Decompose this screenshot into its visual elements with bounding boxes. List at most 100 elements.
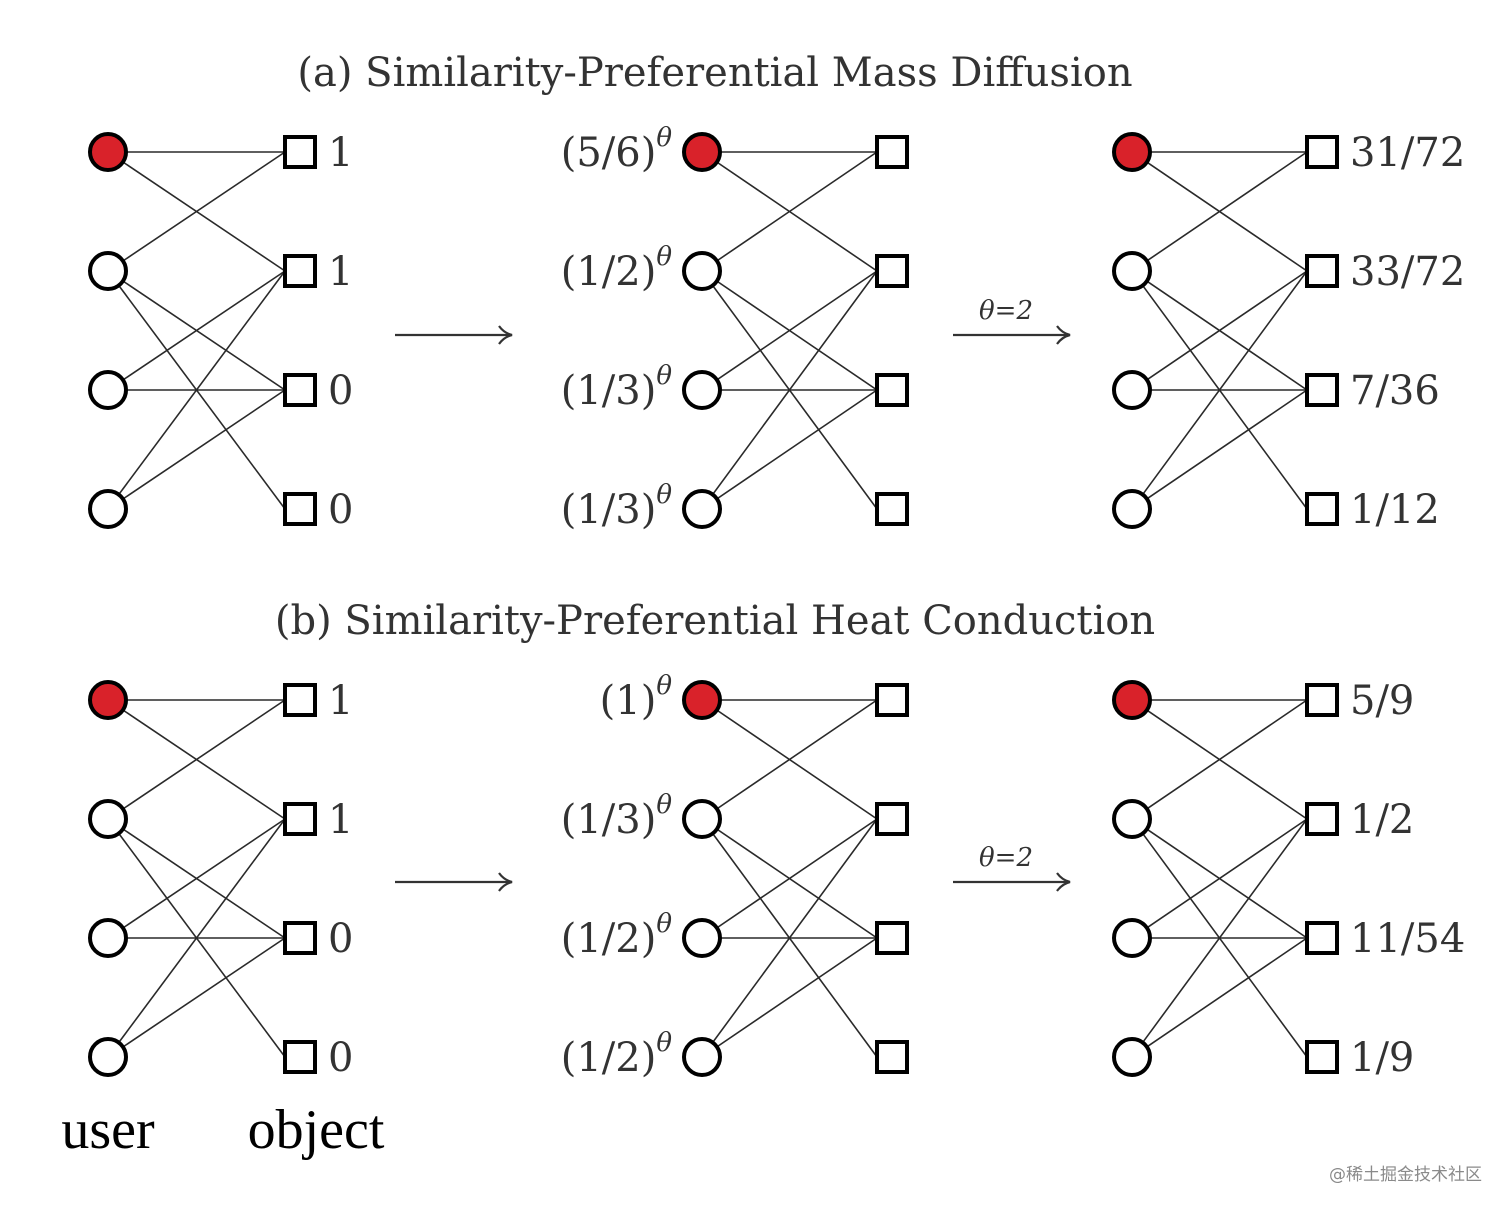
panel-b-stage-1-edge: [107, 818, 286, 1058]
panel-b-stage-2-edge: [701, 818, 878, 1058]
object-node: [283, 373, 317, 407]
object-node: [283, 492, 317, 526]
object-node: [1305, 492, 1339, 526]
object-node: [283, 802, 317, 836]
object-node: [875, 135, 909, 169]
weight-exponent: θ: [656, 480, 672, 510]
panel-b-title: (b) Similarity-Preferential Heat Conduct…: [275, 598, 1155, 644]
object-node: [875, 254, 909, 288]
object-node: [875, 1040, 909, 1074]
user-node: [1112, 799, 1152, 839]
weight-exponent: θ: [656, 123, 672, 153]
user-node: [682, 489, 722, 529]
target-user-node: [88, 680, 128, 720]
user-node: [1112, 1037, 1152, 1077]
user-weight-value: (1/3): [561, 487, 657, 533]
object-node: [1305, 683, 1339, 717]
result-score-label: 1/2: [1350, 797, 1414, 843]
object-node: [283, 135, 317, 169]
initial-resource-label: 1: [328, 797, 353, 843]
target-user-node: [88, 132, 128, 172]
user-node: [1112, 918, 1152, 958]
object-node: [1305, 802, 1339, 836]
theta-arrow-icon: [953, 872, 1071, 892]
panel-a-stage-3-edge: [1131, 270, 1308, 391]
result-score-label: 7/36: [1350, 368, 1440, 414]
right-arrow-icon: [395, 325, 513, 345]
result-score-label: 1/12: [1350, 487, 1440, 533]
panel-b-stage-1-edge: [107, 699, 286, 820]
panel-b-stage-3-edge: [1131, 818, 1308, 939]
user-weight-value: (1/3): [561, 368, 657, 414]
arrow-label: θ=2: [979, 296, 1033, 326]
initial-resource-label: 1: [328, 249, 353, 295]
user-column-label: user: [61, 1099, 155, 1161]
panel-b-stage-1-edge: [107, 937, 286, 1058]
object-node: [1305, 373, 1339, 407]
weight-exponent: θ: [656, 361, 672, 391]
user-node: [682, 1037, 722, 1077]
panel-a-stage-1-edge: [107, 270, 286, 391]
object-node: [283, 683, 317, 717]
object-node: [875, 492, 909, 526]
user-node: [1112, 489, 1152, 529]
panel-a-stage-3-edge: [1131, 151, 1308, 272]
weight-exponent: θ: [656, 242, 672, 272]
panel-b-stage-2-edge: [701, 818, 878, 939]
object-node: [875, 683, 909, 717]
weight-exponent: θ: [656, 909, 672, 939]
object-node: [1305, 135, 1339, 169]
object-column-label: object: [248, 1099, 385, 1161]
panel-a-stage-2-edge: [701, 389, 878, 510]
user-node: [88, 251, 128, 291]
user-weight-value: (1/3): [561, 797, 657, 843]
panel-a-stage-2-edge: [701, 151, 878, 272]
object-node: [1305, 1040, 1339, 1074]
initial-resource-label: 0: [328, 487, 353, 533]
initial-resource-label: 0: [328, 368, 353, 414]
user-node: [1112, 370, 1152, 410]
user-node: [88, 918, 128, 958]
object-node: [875, 802, 909, 836]
panel-a-stage-2-edge: [701, 270, 878, 391]
user-weight-label: (1/2)θ: [561, 242, 673, 295]
watermark: @稀土掘金技术社区: [1329, 1165, 1482, 1185]
weight-exponent: θ: [656, 1028, 672, 1058]
panel-a-stage-3-edge: [1131, 270, 1308, 510]
result-score-label: 33/72: [1350, 249, 1465, 295]
arrow-label: θ=2: [979, 843, 1033, 873]
user-weight-label: (5/6)θ: [561, 123, 673, 176]
user-node: [88, 370, 128, 410]
panel-a-stage-3-edge: [1131, 389, 1308, 510]
object-node: [1305, 921, 1339, 955]
theta-arrow-icon: [953, 325, 1071, 345]
panel-b-stage-3-edge: [1131, 699, 1308, 820]
weight-exponent: θ: [656, 671, 672, 701]
user-weight-label: (1/3)θ: [561, 480, 673, 533]
result-score-label: 11/54: [1350, 916, 1465, 962]
panel-a-stage-2-edge: [701, 270, 878, 510]
panel-b-stage-3-edge: [1131, 818, 1308, 1058]
object-node: [283, 921, 317, 955]
weight-exponent: θ: [656, 790, 672, 820]
user-weight-label: (1)θ: [600, 671, 673, 724]
user-node: [88, 489, 128, 529]
user-weight-label: (1/2)θ: [561, 909, 673, 962]
target-user-node: [682, 680, 722, 720]
right-arrow-icon: [395, 872, 513, 892]
user-weight-label: (1/3)θ: [561, 361, 673, 414]
user-node: [1112, 251, 1152, 291]
initial-resource-label: 0: [328, 1035, 353, 1081]
user-weight-value: (1/2): [561, 249, 657, 295]
user-node: [682, 918, 722, 958]
object-node: [283, 1040, 317, 1074]
panel-b-stage-1-edge: [107, 818, 286, 939]
user-node: [682, 251, 722, 291]
user-node: [682, 799, 722, 839]
user-weight-value: (1): [600, 678, 657, 724]
user-node: [682, 370, 722, 410]
user-node: [88, 799, 128, 839]
user-weight-value: (1/2): [561, 1035, 657, 1081]
user-weight-label: (1/3)θ: [561, 790, 673, 843]
